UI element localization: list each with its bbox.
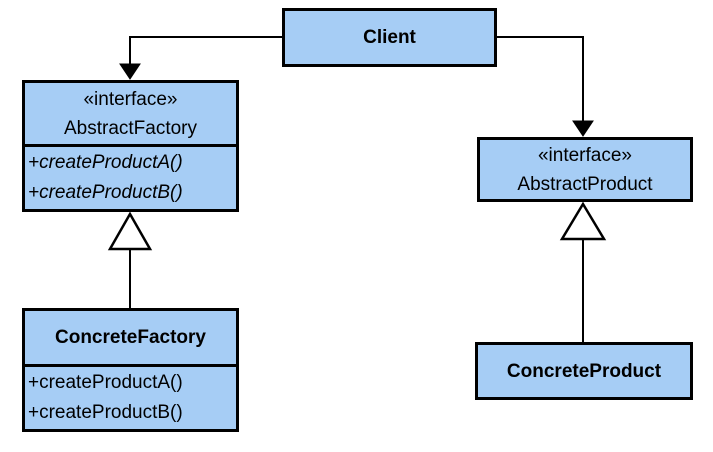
class-box-concrete-factory: ConcreteFactory +createProductA() +creat… (22, 308, 239, 432)
class-box-concrete-product: ConcreteProduct (475, 342, 693, 400)
class-name: AbstractProduct (517, 173, 653, 195)
filled-arrowhead-icon (572, 120, 594, 137)
methods-compartment: +createProductA() +createProductB() (25, 144, 236, 209)
client-to-abstractproduct-association (497, 36, 594, 137)
class-name: ConcreteProduct (506, 360, 662, 382)
method-label: +createProductA() (28, 152, 183, 173)
stereotype-label: «interface» (83, 88, 178, 110)
class-box-client: Client (282, 8, 497, 67)
filled-arrowhead-icon (119, 63, 141, 80)
class-box-abstract-product: «interface» AbstractProduct (477, 137, 693, 202)
method-label: +createProductA() (28, 372, 183, 393)
class-name: AbstractFactory (63, 117, 198, 139)
method-label: +createProductB() (28, 182, 183, 203)
client-to-abstractfactory-association (119, 36, 282, 80)
concretefactory-to-abstractfactory-generalization (107, 211, 153, 308)
hollow-triangle-icon (107, 211, 153, 251)
methods-compartment: +createProductA() +createProductB() (25, 364, 236, 429)
class-title: «interface» AbstractProduct (480, 140, 690, 199)
class-name: ConcreteFactory (55, 327, 206, 348)
hollow-triangle-icon (559, 201, 607, 241)
class-box-abstract-factory: «interface» AbstractFactory +createProdu… (22, 80, 239, 212)
concreteproduct-to-abstractproduct-generalization (559, 201, 607, 342)
stereotype-label: «interface» (537, 144, 632, 166)
class-name: Client (363, 27, 416, 48)
method-label: +createProductB() (28, 402, 183, 423)
class-title: «interface» AbstractFactory (25, 83, 236, 144)
